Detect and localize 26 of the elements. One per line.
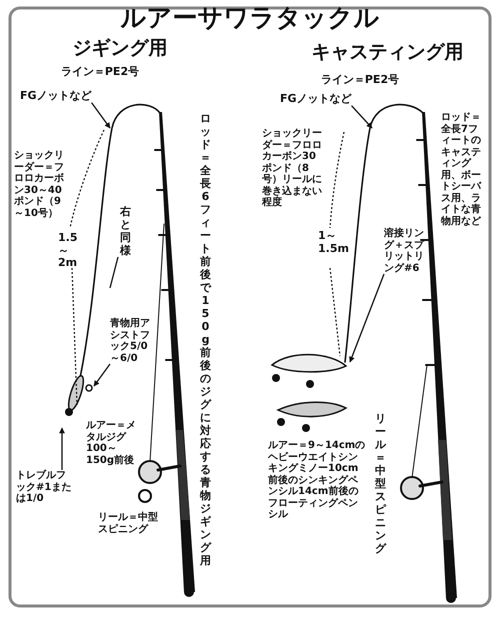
leader-arrow [351,105,372,128]
reel-label: リール＝中型スピニング [374,412,388,557]
rod-label: ロッド＝全長7フィートのキャスティング用、ボートシーバス用、ライトな青物用など [441,112,482,227]
leader-arrow [91,102,111,128]
length-label: 1.5～2m [58,232,78,270]
leader-arrow [59,427,65,470]
leader-label: ショックリーダー＝フロロカーボン30ポンド（8号）リールに巻き込まない程度 [262,128,323,208]
rod-label: ロッド＝全長6フィート前後で150g前後のジグに対応する青物ジギング用 [198,112,212,569]
line-label: ライン＝PE2号 [60,66,140,79]
callout-text: FGノットなど [20,90,92,103]
lure-label: ルアー＝メタルジグ100～150g前後 [86,420,137,466]
length-label: 1～1.5m [318,230,350,256]
callout-text: 青物用アシストフック5/0～6/0 [110,318,154,364]
line-label: ライン＝PE2号 [320,74,400,87]
callout-text: トレブルフック#1または1/0 [16,470,72,504]
leader-arrow [349,274,385,363]
title: ルアーサワラタックル [120,4,380,33]
callout-text: FGノットなど [280,93,352,106]
section-heading: キャスティング用 [310,42,464,64]
section-heading: ジギング用 [72,38,168,60]
leader-label: ショックリーダー＝フロロカーボン30～40ポンド（9～10号） [14,150,64,219]
reel-label: リール＝中型スピニング [98,512,159,535]
lure-label: ルアー＝9～14cmのヘビーウエイトシンキングミノー10cm前後のシンキングペンシル14cm前後のフローティングペンシル [268,440,366,520]
leader-arrow [93,364,111,386]
callout-text: 右と同様 [118,205,133,257]
leader-line [109,256,119,288]
